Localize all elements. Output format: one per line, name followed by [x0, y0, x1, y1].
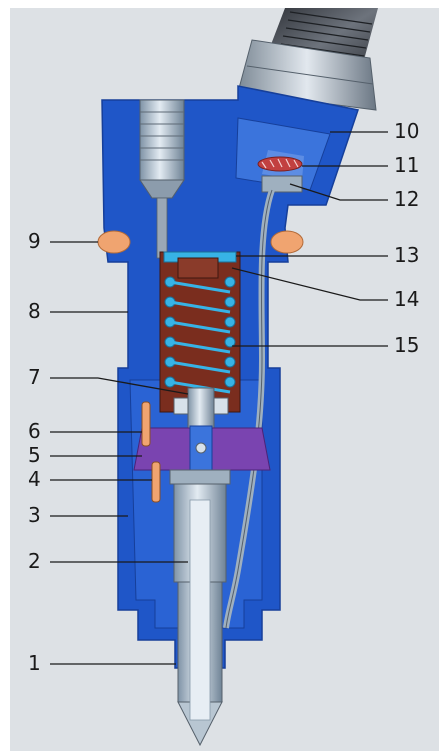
nozzle-needle [177, 499, 223, 747]
locating-pin-lower [151, 461, 161, 503]
callout-label-15: 15 [394, 333, 419, 357]
leader-line-14 [231, 267, 388, 301]
leader-line-12 [289, 183, 388, 201]
spring-seat [173, 387, 229, 429]
o-ring-seal-right [270, 230, 304, 254]
callout-label-4: 4 [28, 467, 41, 491]
callout-label-9: 9 [28, 229, 41, 253]
intermediate-disc [133, 425, 271, 471]
callout-label-5: 5 [28, 443, 41, 467]
o-ring-seal-left [97, 230, 131, 254]
callout-label-3: 3 [28, 503, 41, 527]
callout-label-1: 1 [28, 651, 41, 675]
callout-leaders [50, 131, 388, 665]
callout-label-10: 10 [394, 119, 419, 143]
locating-pin-upper [141, 401, 151, 447]
leader-line-7 [50, 377, 189, 395]
inlet-chamber [235, 117, 331, 193]
callout-label-8: 8 [28, 299, 41, 323]
callout-label-13: 13 [394, 243, 419, 267]
callout-label-2: 2 [28, 549, 41, 573]
callout-label-7: 7 [28, 365, 41, 389]
callout-label-11: 11 [394, 153, 419, 177]
callout-label-12: 12 [394, 187, 419, 211]
inlet-connector [139, 99, 185, 259]
callout-label-6: 6 [28, 419, 41, 443]
spring-coils [164, 276, 236, 388]
callout-label-14: 14 [394, 287, 419, 311]
